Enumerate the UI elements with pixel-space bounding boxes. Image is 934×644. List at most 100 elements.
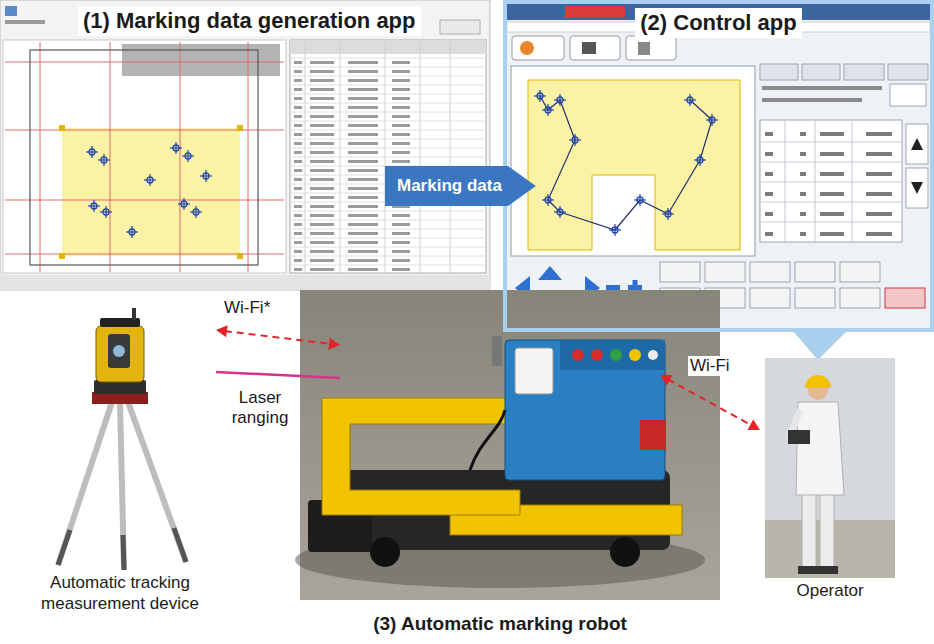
generation-app-screenshot xyxy=(392,88,410,91)
control-app-screenshot xyxy=(800,212,806,216)
control-app-screenshot xyxy=(539,90,540,102)
control-app-screenshot xyxy=(820,172,844,176)
arrowhead xyxy=(747,419,760,430)
generation-app-screenshot xyxy=(290,157,486,158)
generation-app-screenshot xyxy=(294,115,302,118)
generation-app-screenshot xyxy=(348,214,378,217)
control-app-screenshot xyxy=(511,66,755,256)
control-app-screenshot xyxy=(765,212,773,216)
generation-app-screenshot xyxy=(392,151,410,154)
control-app-screenshot xyxy=(760,120,902,242)
control-app-screenshot xyxy=(565,6,625,18)
control-app-screenshot xyxy=(911,182,923,194)
panel-heading: (2) Control app xyxy=(635,8,801,38)
generation-app-screenshot xyxy=(385,40,386,273)
generation-app-screenshot xyxy=(290,121,486,122)
tracking-device xyxy=(58,530,70,565)
generation-app-screenshot xyxy=(294,268,302,271)
generation-app-screenshot xyxy=(310,196,334,199)
generation-app-screenshot xyxy=(392,232,410,235)
app-panel: (2) Control app xyxy=(503,0,934,332)
control-app-screenshot xyxy=(820,232,844,236)
robot-photo xyxy=(629,349,641,361)
operator-photo xyxy=(788,430,810,444)
control-app-screenshot xyxy=(765,132,773,136)
control-app-screenshot xyxy=(820,152,844,156)
generation-app-screenshot xyxy=(5,20,45,24)
control-app-screenshot xyxy=(866,132,892,136)
control-app-screenshot xyxy=(540,96,712,230)
generation-app-screenshot xyxy=(348,151,378,154)
operator-photo xyxy=(765,358,895,578)
generation-app-screenshot xyxy=(310,241,334,244)
generation-app-screenshot xyxy=(392,214,410,217)
tracking-device xyxy=(108,334,130,368)
generation-app-screenshot xyxy=(294,214,302,217)
generation-app-screenshot xyxy=(392,142,410,145)
generation-app-screenshot xyxy=(310,151,334,154)
tracking-device xyxy=(113,345,125,357)
generation-app-screenshot xyxy=(310,259,334,262)
generation-app-screenshot xyxy=(310,106,334,109)
generation-app-screenshot xyxy=(392,79,410,82)
operator-photo xyxy=(802,490,816,570)
control-app-screenshot xyxy=(559,206,560,218)
callout-tail xyxy=(792,330,848,360)
generation-app-screenshot xyxy=(180,42,181,272)
operator-photo xyxy=(820,490,834,570)
robot-photo xyxy=(572,349,584,361)
robot-photo xyxy=(492,336,502,366)
control-app-screenshot xyxy=(866,192,892,196)
generation-app-screenshot xyxy=(392,250,410,253)
control-app-screenshot xyxy=(582,42,596,54)
control-app-screenshot xyxy=(762,86,882,90)
tab-buttons xyxy=(760,64,798,80)
generation-app-screenshot xyxy=(59,125,65,131)
generation-app-screenshot xyxy=(294,169,302,172)
app-buttons xyxy=(840,288,880,308)
control-app-screenshot xyxy=(762,98,862,102)
generation-app-screenshot xyxy=(237,253,243,259)
generation-app-screenshot xyxy=(310,88,334,91)
generation-app-screenshot xyxy=(294,106,302,109)
generation-app-screenshot xyxy=(294,151,302,154)
tab-buttons xyxy=(844,64,884,80)
generation-app-screenshot xyxy=(290,238,486,239)
control-app-screenshot xyxy=(699,154,700,166)
control-app-screenshot xyxy=(638,42,650,55)
generation-app-screenshot xyxy=(290,211,486,212)
generation-app-screenshot xyxy=(131,226,132,238)
generation-app-screenshot xyxy=(294,124,302,127)
generation-app-screenshot xyxy=(290,247,486,248)
caption: (3) Automatic marking robot xyxy=(370,613,630,636)
control-app-screenshot xyxy=(760,142,902,143)
generation-app-screenshot xyxy=(310,205,334,208)
generation-app-screenshot xyxy=(0,0,490,290)
control-app-screenshot xyxy=(528,80,740,250)
robot-photo xyxy=(610,349,622,361)
control-app-screenshot xyxy=(667,208,668,220)
app-buttons xyxy=(660,262,700,282)
generation-app-screenshot xyxy=(392,223,410,226)
generation-app-screenshot xyxy=(294,79,302,82)
robot-photo xyxy=(591,349,603,361)
generation-app-screenshot xyxy=(310,232,334,235)
connector xyxy=(216,372,340,378)
generation-app-screenshot xyxy=(392,70,410,73)
connector-line xyxy=(668,379,753,426)
control-app-screenshot xyxy=(906,168,928,208)
generation-app-screenshot xyxy=(294,232,302,235)
control-app-screenshot xyxy=(547,194,548,206)
control-app-screenshot xyxy=(507,4,930,328)
link-label: Laser ranging xyxy=(222,388,298,429)
generation-app-screenshot xyxy=(93,200,94,212)
control-app-screenshot xyxy=(906,124,928,164)
control-app-screenshot xyxy=(866,232,892,236)
generation-app-screenshot xyxy=(237,125,243,131)
generation-app-screenshot xyxy=(290,40,486,54)
generation-app-screenshot xyxy=(290,76,486,77)
app-buttons xyxy=(750,288,790,308)
generation-app-screenshot xyxy=(310,133,334,136)
generation-app-screenshot xyxy=(122,44,280,76)
generation-app-screenshot xyxy=(310,142,334,145)
